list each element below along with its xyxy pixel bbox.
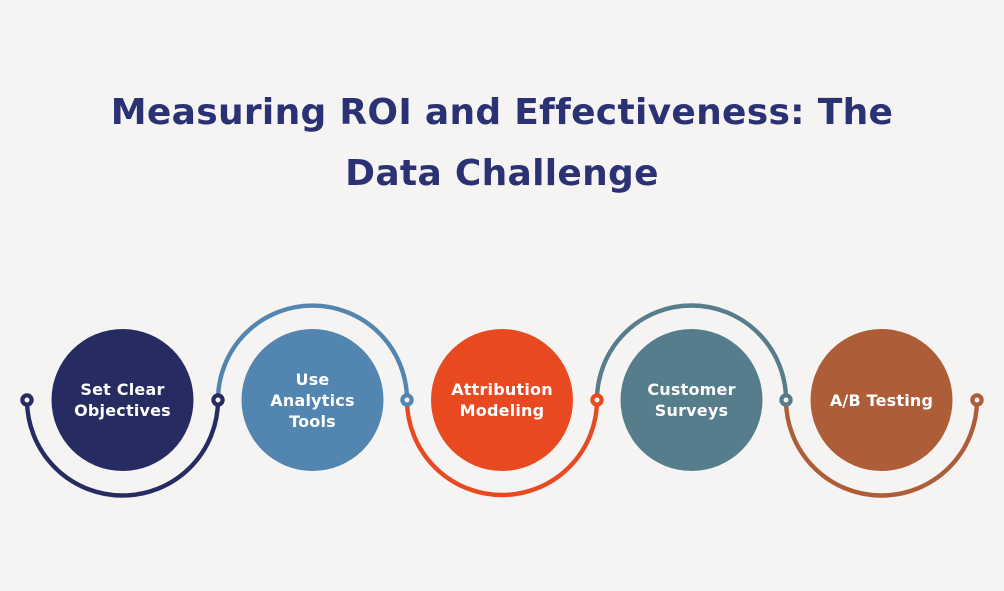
connector-node-3 — [400, 393, 414, 407]
step-circle-5 — [810, 329, 953, 471]
connector-arc-step3 — [404, 397, 600, 498]
step-label-1: Set Clear Objectives — [74, 380, 171, 420]
connector-arc-step5 — [783, 397, 980, 498]
page-title: Measuring ROI and Effectiveness: The Dat… — [110, 92, 894, 194]
connector-arc-step1 — [24, 397, 221, 498]
connector-node-6 — [970, 393, 984, 407]
connector-node-2 — [211, 393, 225, 407]
step-circle-1 — [51, 329, 194, 471]
step-label-5: A/B Testing — [829, 390, 934, 410]
step-circle-2 — [241, 329, 384, 471]
connector-arc-step4 — [594, 303, 789, 403]
connector-node-1 — [20, 393, 34, 407]
connector-arc-step2 — [215, 303, 410, 403]
connector-node-4 — [590, 393, 604, 407]
step-label-3: Attribution Modeling — [451, 380, 553, 420]
step-label-4: Customer Surveys — [647, 380, 736, 420]
step-circle-4 — [620, 329, 763, 471]
step-label-2: Use Analytics Tools — [270, 369, 355, 431]
step-circle-3 — [431, 329, 573, 471]
connector-node-5 — [779, 393, 793, 407]
